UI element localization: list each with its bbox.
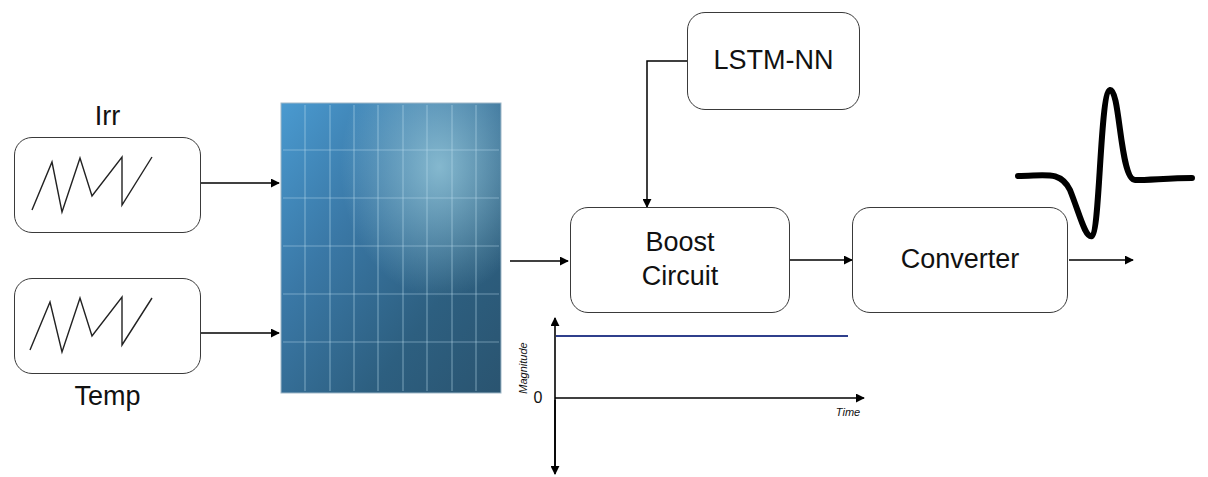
axis-label: Time <box>836 406 860 418</box>
temp-wire <box>201 332 279 334</box>
axis-label: Magnitude <box>517 342 529 393</box>
temp-signal <box>30 297 152 352</box>
panel-wire <box>510 260 568 262</box>
solar-panel <box>281 103 501 393</box>
irr-wire <box>201 182 279 184</box>
node-label: Boost Circuit <box>620 226 740 294</box>
dc-chart <box>555 318 864 474</box>
signal-box: Irr <box>14 137 201 233</box>
process-box: Boost Circuit <box>570 207 790 313</box>
output-wire <box>1069 259 1133 261</box>
irr-signal <box>32 157 152 212</box>
signal-box: Temp <box>14 278 201 374</box>
connector-arrow <box>647 61 687 207</box>
node-heading: Temp <box>15 381 200 412</box>
node-label: Converter <box>901 243 1020 277</box>
node-heading: Irr <box>15 101 200 132</box>
process-box: LSTM-NN <box>687 12 860 110</box>
connector-arrow <box>790 259 852 261</box>
process-box: Converter <box>852 207 1068 313</box>
axis-tick: 0 <box>534 389 543 407</box>
node-label: LSTM-NN <box>714 44 834 78</box>
